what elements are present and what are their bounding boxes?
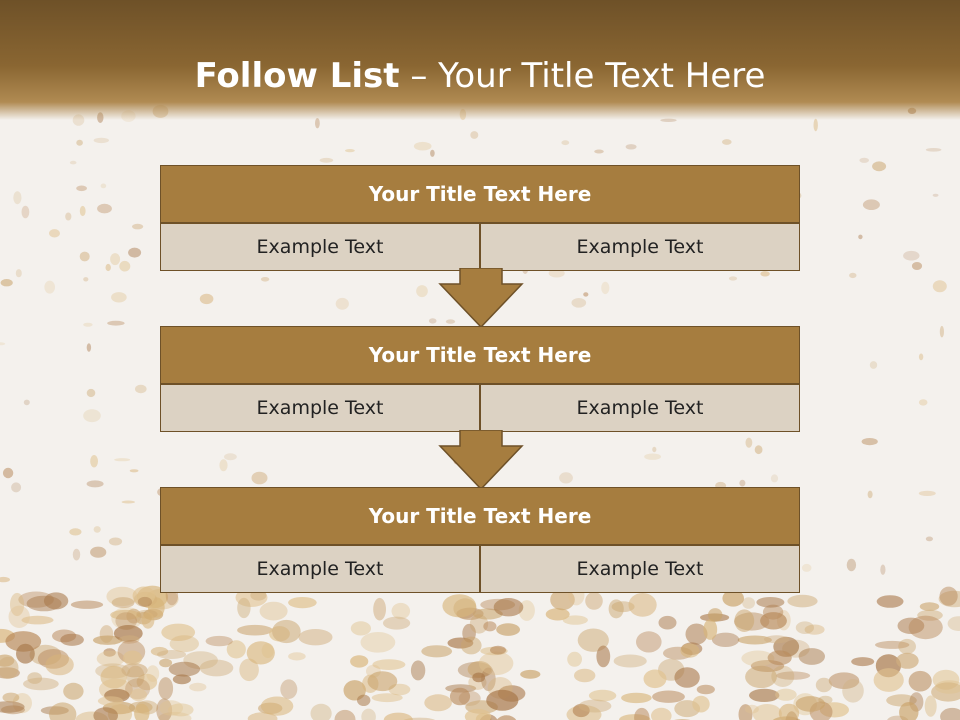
slide-title: Follow List – Your Title Text Here [0,56,960,96]
block-right-cell: Example Text [480,384,800,432]
block-left-cell: Example Text [160,384,480,432]
list-block-1: Your Title Text Here Example Text Exampl… [160,165,800,271]
block-title: Your Title Text Here [160,165,800,223]
down-arrow-icon [438,268,524,328]
block-title: Your Title Text Here [160,326,800,384]
slide-title-bold: Follow List [194,56,400,96]
list-block-2: Your Title Text Here Example Text Exampl… [160,326,800,432]
block-left-cell: Example Text [160,223,480,271]
list-block-3: Your Title Text Here Example Text Exampl… [160,487,800,593]
block-left-cell: Example Text [160,545,480,593]
down-arrow-icon [438,430,524,490]
slide-title-rest: – Your Title Text Here [399,56,766,96]
header-bar [0,0,960,120]
block-right-cell: Example Text [480,545,800,593]
block-right-cell: Example Text [480,223,800,271]
block-title: Your Title Text Here [160,487,800,545]
